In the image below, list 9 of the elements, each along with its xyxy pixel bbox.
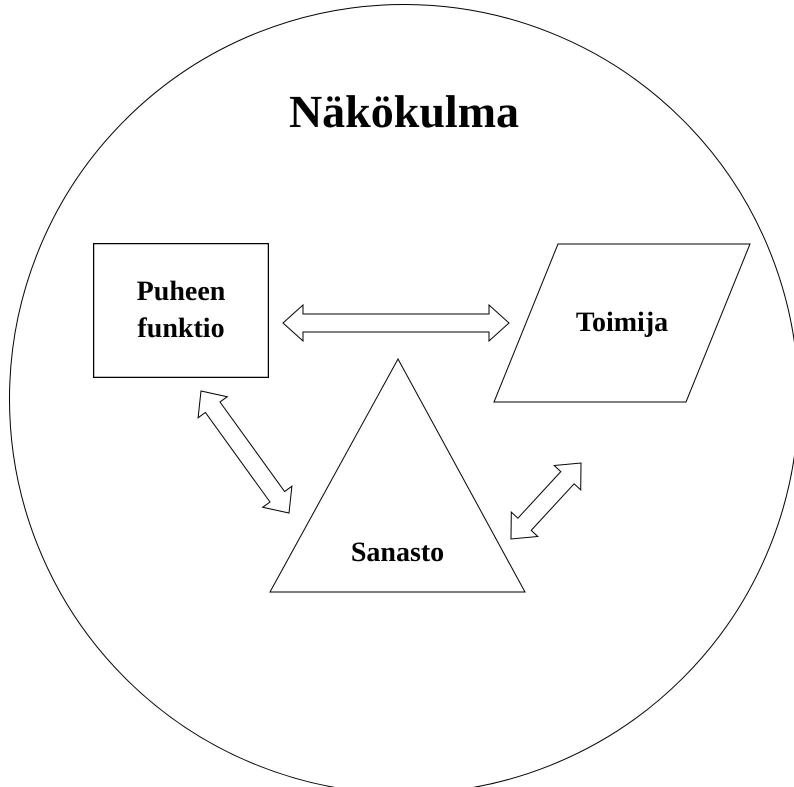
- double-block-arrow: [282, 304, 510, 342]
- triangle: [269, 358, 526, 593]
- double-block-arrow: [510, 462, 582, 540]
- parallelogram: [493, 243, 751, 403]
- double-block-arrow: [197, 390, 293, 514]
- circle-label: Näkökulma: [288, 89, 520, 135]
- node-label: Sanasto: [350, 536, 444, 570]
- node-label: Puheen funktio: [136, 275, 226, 346]
- node-label: Toimija: [576, 306, 668, 340]
